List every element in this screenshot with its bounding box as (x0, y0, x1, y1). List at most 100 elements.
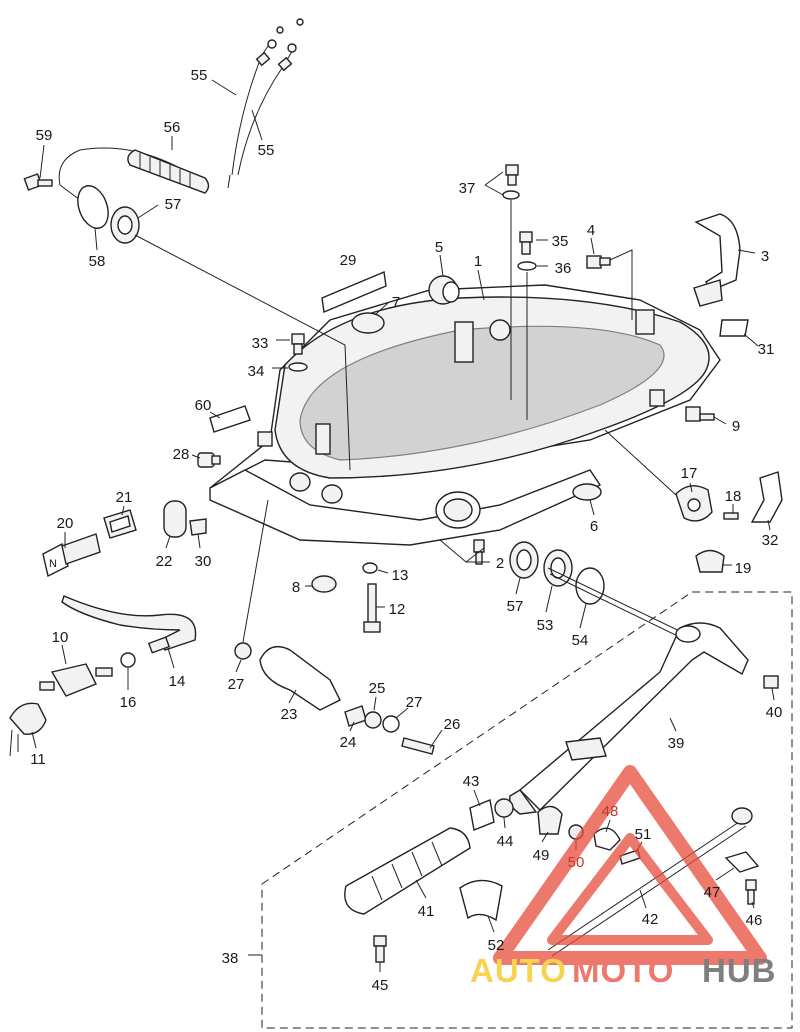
leader-7 (375, 302, 389, 315)
watermark-moto: MOTO (572, 952, 674, 989)
routing-line-27 (242, 499, 269, 643)
part-label-p48: 48 (602, 803, 619, 820)
part-label-p12: 12 (389, 601, 406, 618)
leader-43 (473, 789, 481, 807)
part-label-p40: 40 (766, 704, 783, 721)
part-label-p10: 10 (52, 629, 69, 646)
automotohub-watermark: AUTO MOTO HUB (470, 765, 777, 989)
part-label-p7: 7 (392, 294, 400, 311)
part-label-p39: 39 (668, 735, 685, 752)
part-label-p46: 46 (746, 912, 763, 929)
fuel-line-assembly (9, 595, 197, 757)
part-label-p28: 28 (173, 446, 190, 463)
leader-40 (771, 687, 775, 701)
shift-lever-assembly (234, 539, 485, 755)
part-label-p23: 23 (281, 706, 298, 723)
hardware-right (572, 406, 783, 573)
part-label-p49: 49 (533, 847, 550, 864)
leader-30 (197, 533, 201, 549)
leader-57a (137, 204, 159, 219)
leader-1 (477, 269, 485, 301)
part-label-p4: 4 (587, 222, 595, 239)
leader-26 (429, 729, 443, 749)
leader-47 (715, 867, 735, 881)
part-label-p59: 59 (36, 127, 53, 144)
part-label-p55a: 55 (191, 67, 208, 84)
leader-42 (639, 889, 647, 909)
part-number-labels: 1234567891011121314161718192021222324252… (30, 67, 782, 994)
hardware-left: N (42, 405, 251, 578)
part-label-p24: 24 (340, 734, 357, 751)
part-label-p3: 3 (761, 248, 769, 265)
leader-49 (541, 831, 549, 843)
routing-line-17 (604, 429, 677, 496)
part-label-p26: 26 (444, 716, 461, 733)
leader-59 (39, 144, 45, 179)
leader-10 (61, 644, 67, 665)
hardware-top (288, 164, 611, 372)
leader-58 (94, 227, 98, 251)
part-label-p21: 21 (116, 489, 133, 506)
part-label-p27a: 27 (228, 676, 245, 693)
part-label-p16: 16 (120, 694, 137, 711)
watermark-auto: AUTO (470, 952, 567, 989)
leader-23 (288, 689, 297, 704)
leader-48 (605, 819, 611, 833)
leader-39 (669, 717, 677, 732)
leader-27b (395, 707, 409, 719)
leader-46 (751, 901, 755, 909)
leader-52 (487, 915, 495, 933)
part-label-p25: 25 (369, 680, 386, 697)
part-label-p33: 33 (252, 335, 269, 352)
part-label-p57b: 57 (507, 598, 524, 615)
part-label-p44: 44 (497, 833, 514, 850)
part-label-p45: 45 (372, 977, 389, 994)
part-label-p57a: 57 (165, 196, 182, 213)
part-label-p32: 32 (762, 532, 779, 549)
part-label-p50: 50 (568, 854, 585, 871)
watermark-triangle-outer (493, 765, 767, 965)
part-label-p35: 35 (552, 233, 569, 250)
leader-55b (251, 109, 263, 141)
part-label-p55b: 55 (258, 142, 275, 159)
leader-37b (484, 184, 504, 196)
throttle-grip-assembly (344, 798, 760, 963)
part-label-p36: 36 (555, 260, 572, 277)
part-label-p22: 22 (156, 553, 173, 570)
leader-6 (589, 499, 595, 516)
part-label-p2: 2 (496, 555, 504, 572)
part-label-p56: 56 (164, 119, 181, 136)
leader-27a (235, 659, 242, 673)
part-label-p30: 30 (195, 553, 212, 570)
leader-53 (545, 585, 553, 613)
part-label-p31: 31 (758, 341, 775, 358)
part-label-p19: 19 (735, 560, 752, 577)
part-label-p18: 18 (725, 488, 742, 505)
leader-41 (415, 879, 427, 899)
watermark-hub: HUB (702, 952, 777, 989)
leader-57b (515, 577, 521, 595)
part-label-p58: 58 (89, 253, 106, 270)
part-label-p8: 8 (292, 579, 300, 596)
leader-14 (167, 647, 175, 669)
leader-32 (767, 519, 771, 531)
part-label-p14: 14 (169, 673, 186, 690)
leader-11 (31, 731, 37, 749)
leader-28 (191, 454, 201, 459)
part-label-p17: 17 (681, 465, 698, 482)
part-label-p52: 52 (488, 937, 505, 954)
part-label-p47: 47 (704, 884, 721, 901)
bottom-cowl (209, 284, 721, 546)
leader-22 (165, 535, 171, 549)
part-label-p51: 51 (635, 826, 652, 843)
leader-13 (377, 569, 389, 574)
part-label-p54: 54 (572, 632, 589, 649)
part-label-p27b: 27 (406, 694, 423, 711)
part-label-p60: 60 (195, 397, 212, 414)
part-label-p5: 5 (435, 239, 443, 256)
leader-54 (579, 603, 587, 629)
part-label-p20: 20 (57, 515, 74, 532)
svg-text:N: N (49, 558, 57, 570)
leader-2 (439, 539, 490, 563)
